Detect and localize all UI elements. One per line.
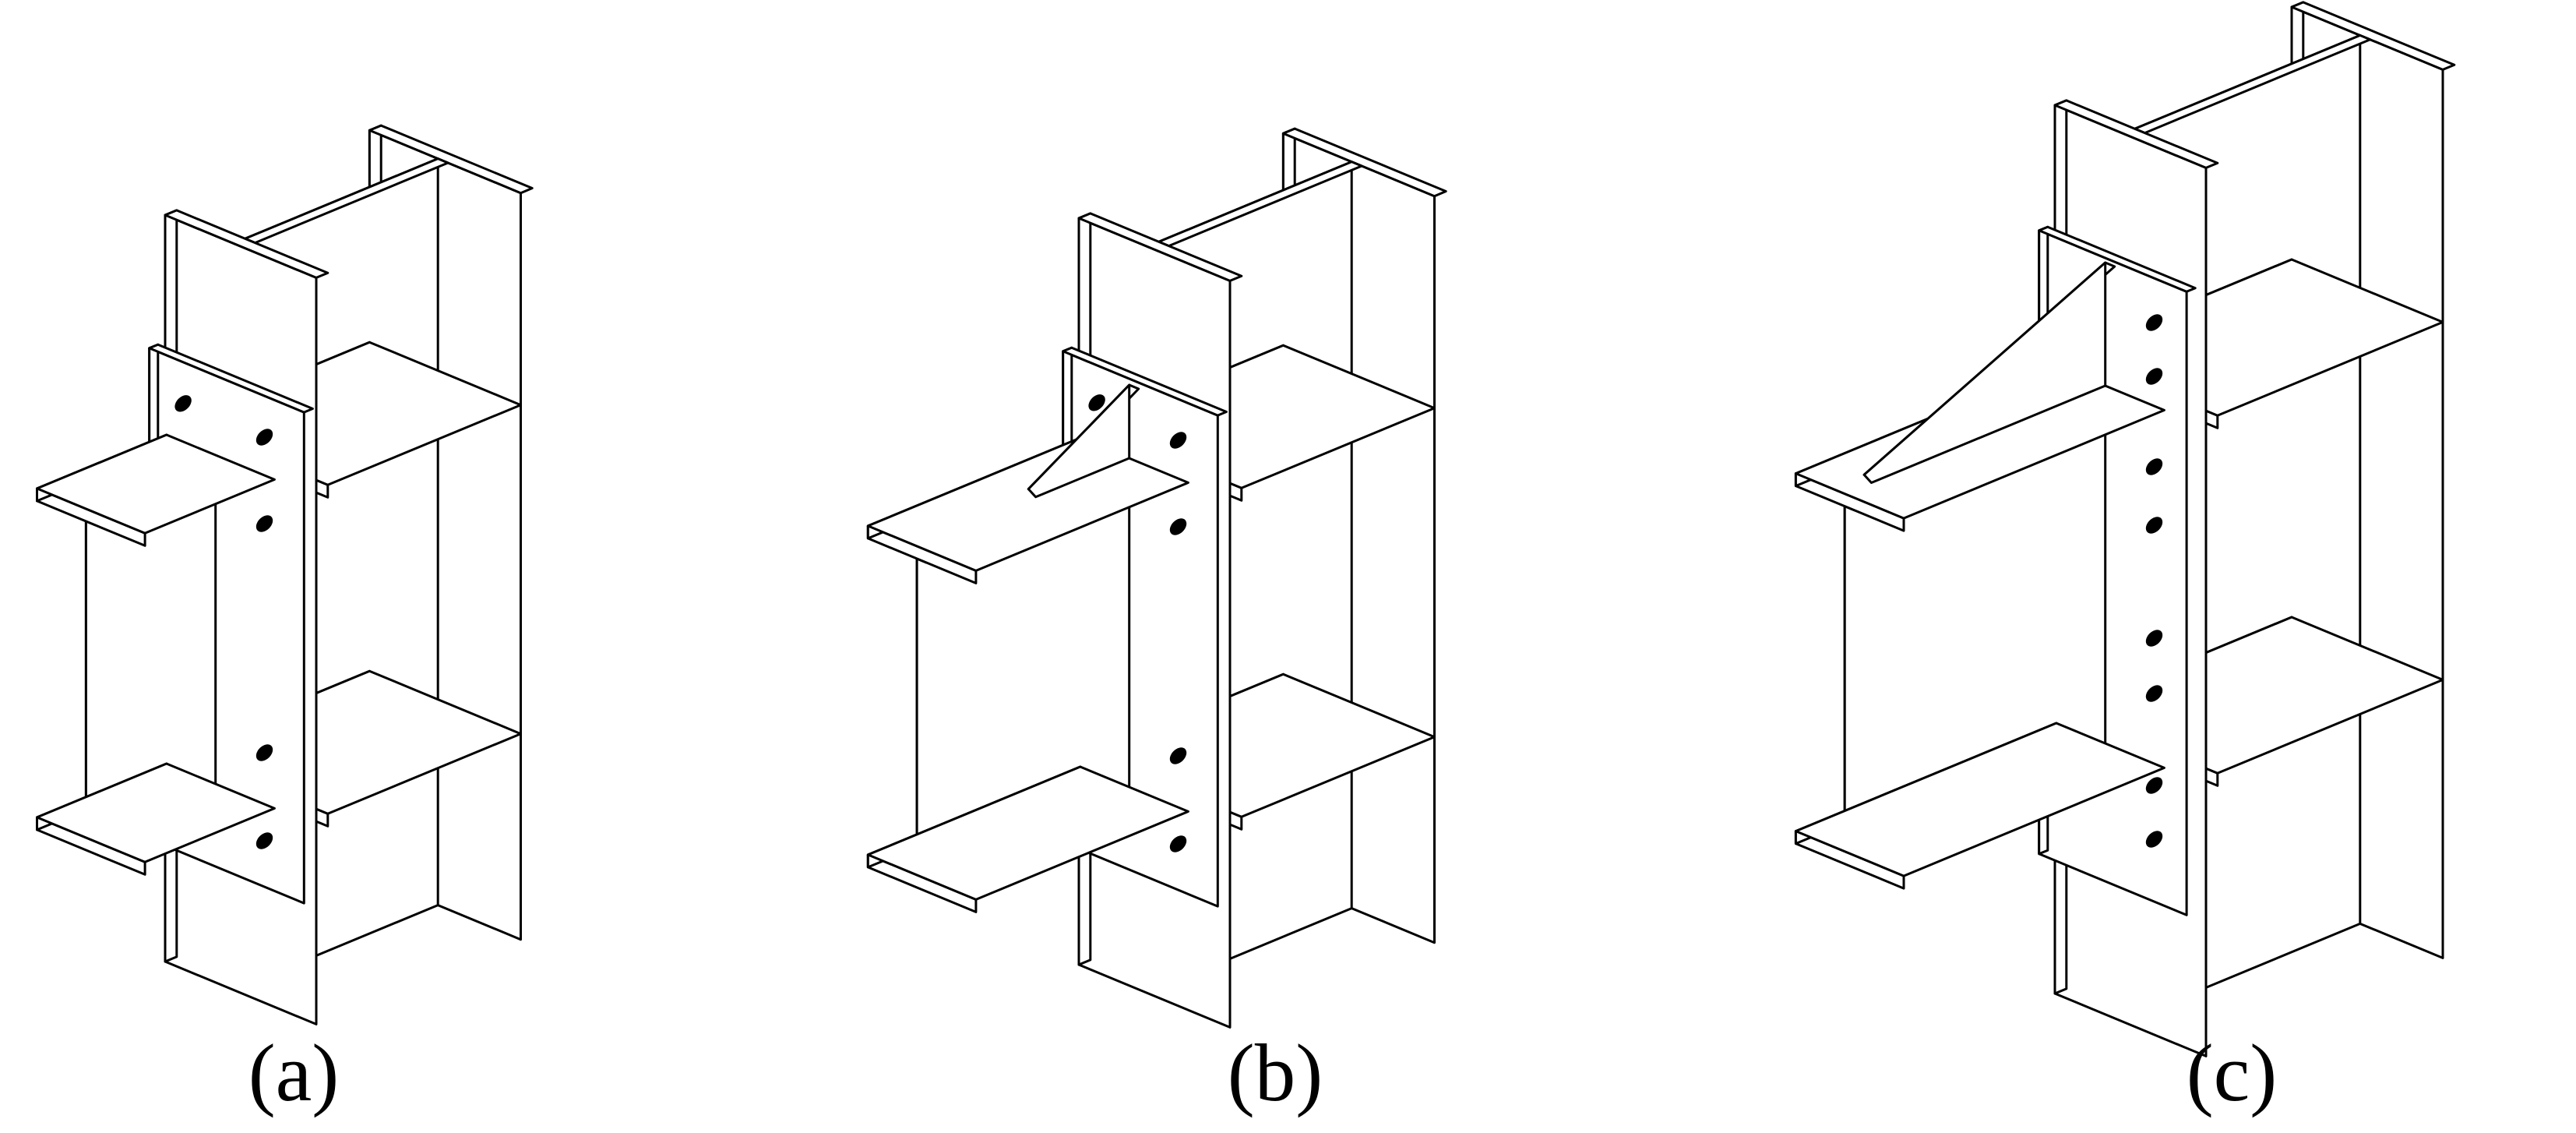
panel-connection-c bbox=[1794, 1, 2456, 1057]
bolt bbox=[174, 395, 192, 412]
column-near-flange-top-face bbox=[164, 209, 329, 279]
beam-bottom-flange-top-face bbox=[1794, 722, 2165, 877]
caption-b: (b) bbox=[1228, 1027, 1323, 1118]
column-far-flange-top-face bbox=[1281, 127, 1447, 198]
rib-stiffener-side-face bbox=[1027, 383, 1131, 499]
panel-connection-a bbox=[36, 124, 534, 1025]
bolt bbox=[2145, 314, 2163, 331]
bolt bbox=[2145, 458, 2163, 475]
end-plate-top-face bbox=[1062, 346, 1228, 417]
end-plate-top-face bbox=[148, 343, 314, 414]
column-near-flange-top-face bbox=[2053, 99, 2219, 169]
beam-bottom-flange-top-face bbox=[36, 762, 276, 863]
rib-stiffener-side-face bbox=[1862, 261, 2107, 484]
bolt bbox=[255, 429, 273, 446]
caption-c: (c) bbox=[2187, 1027, 2278, 1118]
bolt bbox=[2145, 777, 2163, 794]
bolt bbox=[1169, 518, 1187, 535]
bolt bbox=[1169, 747, 1187, 764]
column-near-flange-top-face bbox=[1077, 212, 1243, 282]
bolt bbox=[1169, 432, 1187, 449]
beam-top-flange-top-face bbox=[36, 433, 276, 535]
bolt bbox=[2145, 630, 2163, 647]
beam-bottom-flange-top-face bbox=[866, 765, 1189, 901]
bolt bbox=[2145, 368, 2163, 385]
bolt bbox=[2145, 517, 2163, 534]
beam-top-flange-top-face bbox=[866, 436, 1189, 572]
bolt bbox=[1088, 394, 1105, 411]
bolt bbox=[2145, 685, 2163, 702]
caption-a: (a) bbox=[248, 1027, 340, 1118]
bolt bbox=[2145, 831, 2163, 848]
column-far-flange-top-face bbox=[2290, 1, 2456, 71]
bolt bbox=[255, 515, 273, 532]
column-far-flange-top-face bbox=[368, 124, 534, 195]
bolt bbox=[255, 744, 273, 761]
end-plate-top-face bbox=[2038, 225, 2197, 293]
panel-connection-b bbox=[866, 127, 1447, 1029]
bolt bbox=[1169, 835, 1187, 852]
bolt bbox=[255, 832, 273, 849]
